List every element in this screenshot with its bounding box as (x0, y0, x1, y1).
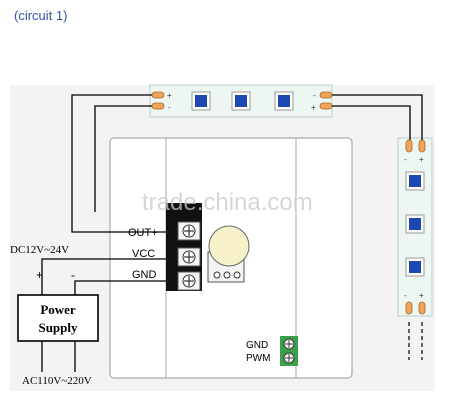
strip-top-left-minus: - (168, 103, 171, 112)
strip-right-top-minus: - (404, 155, 407, 164)
wire-out-plus (71, 94, 182, 233)
diagram-caption: (circuit 1) (14, 8, 68, 23)
pwm-gnd-label: GND (246, 340, 268, 351)
led-chip (278, 95, 290, 107)
wire-strip-link-minus (332, 105, 411, 140)
power-supply-line2: Supply (38, 320, 78, 335)
wire-out-minus (94, 105, 152, 212)
led-chip (409, 218, 421, 230)
terminal-label-vcc: VCC (132, 248, 155, 260)
led-chip (409, 261, 421, 273)
supply-plus-label: + (36, 268, 43, 282)
strip-right-bottom-minus: - (404, 291, 407, 300)
power-supply-box (17, 294, 99, 342)
wire-vcc (41, 258, 182, 295)
pwm-terminal (280, 336, 298, 366)
strip-top-right-plus: + (311, 103, 316, 112)
strip-top-right-minus: - (313, 91, 316, 100)
strip-right-bottom-plus: + (419, 291, 424, 300)
pwm-label: PWM (246, 353, 270, 364)
dc-voltage-label: DC12V~24V (10, 244, 69, 256)
terminal-block (166, 203, 202, 291)
led-chip (235, 95, 247, 107)
led-strip-top (149, 84, 333, 118)
wire-gnd (74, 280, 182, 295)
ac-voltage-label: AC110V~220V (22, 375, 92, 387)
strip-right-top-plus: + (419, 155, 424, 164)
led-chip (409, 175, 421, 187)
wire-strip-link-plus (332, 94, 423, 140)
supply-minus-label: - (71, 268, 75, 282)
terminal-label-out: OUT+ (128, 227, 158, 239)
power-supply-line1: Power (40, 302, 76, 317)
led-strip-right (397, 137, 433, 317)
terminal-label-gnd: GND (132, 269, 157, 281)
led-chip (195, 95, 207, 107)
watermark: trade.china.com (142, 189, 313, 216)
potentiometer-knob (207, 225, 250, 283)
strip-top-left-plus: + (167, 91, 172, 100)
